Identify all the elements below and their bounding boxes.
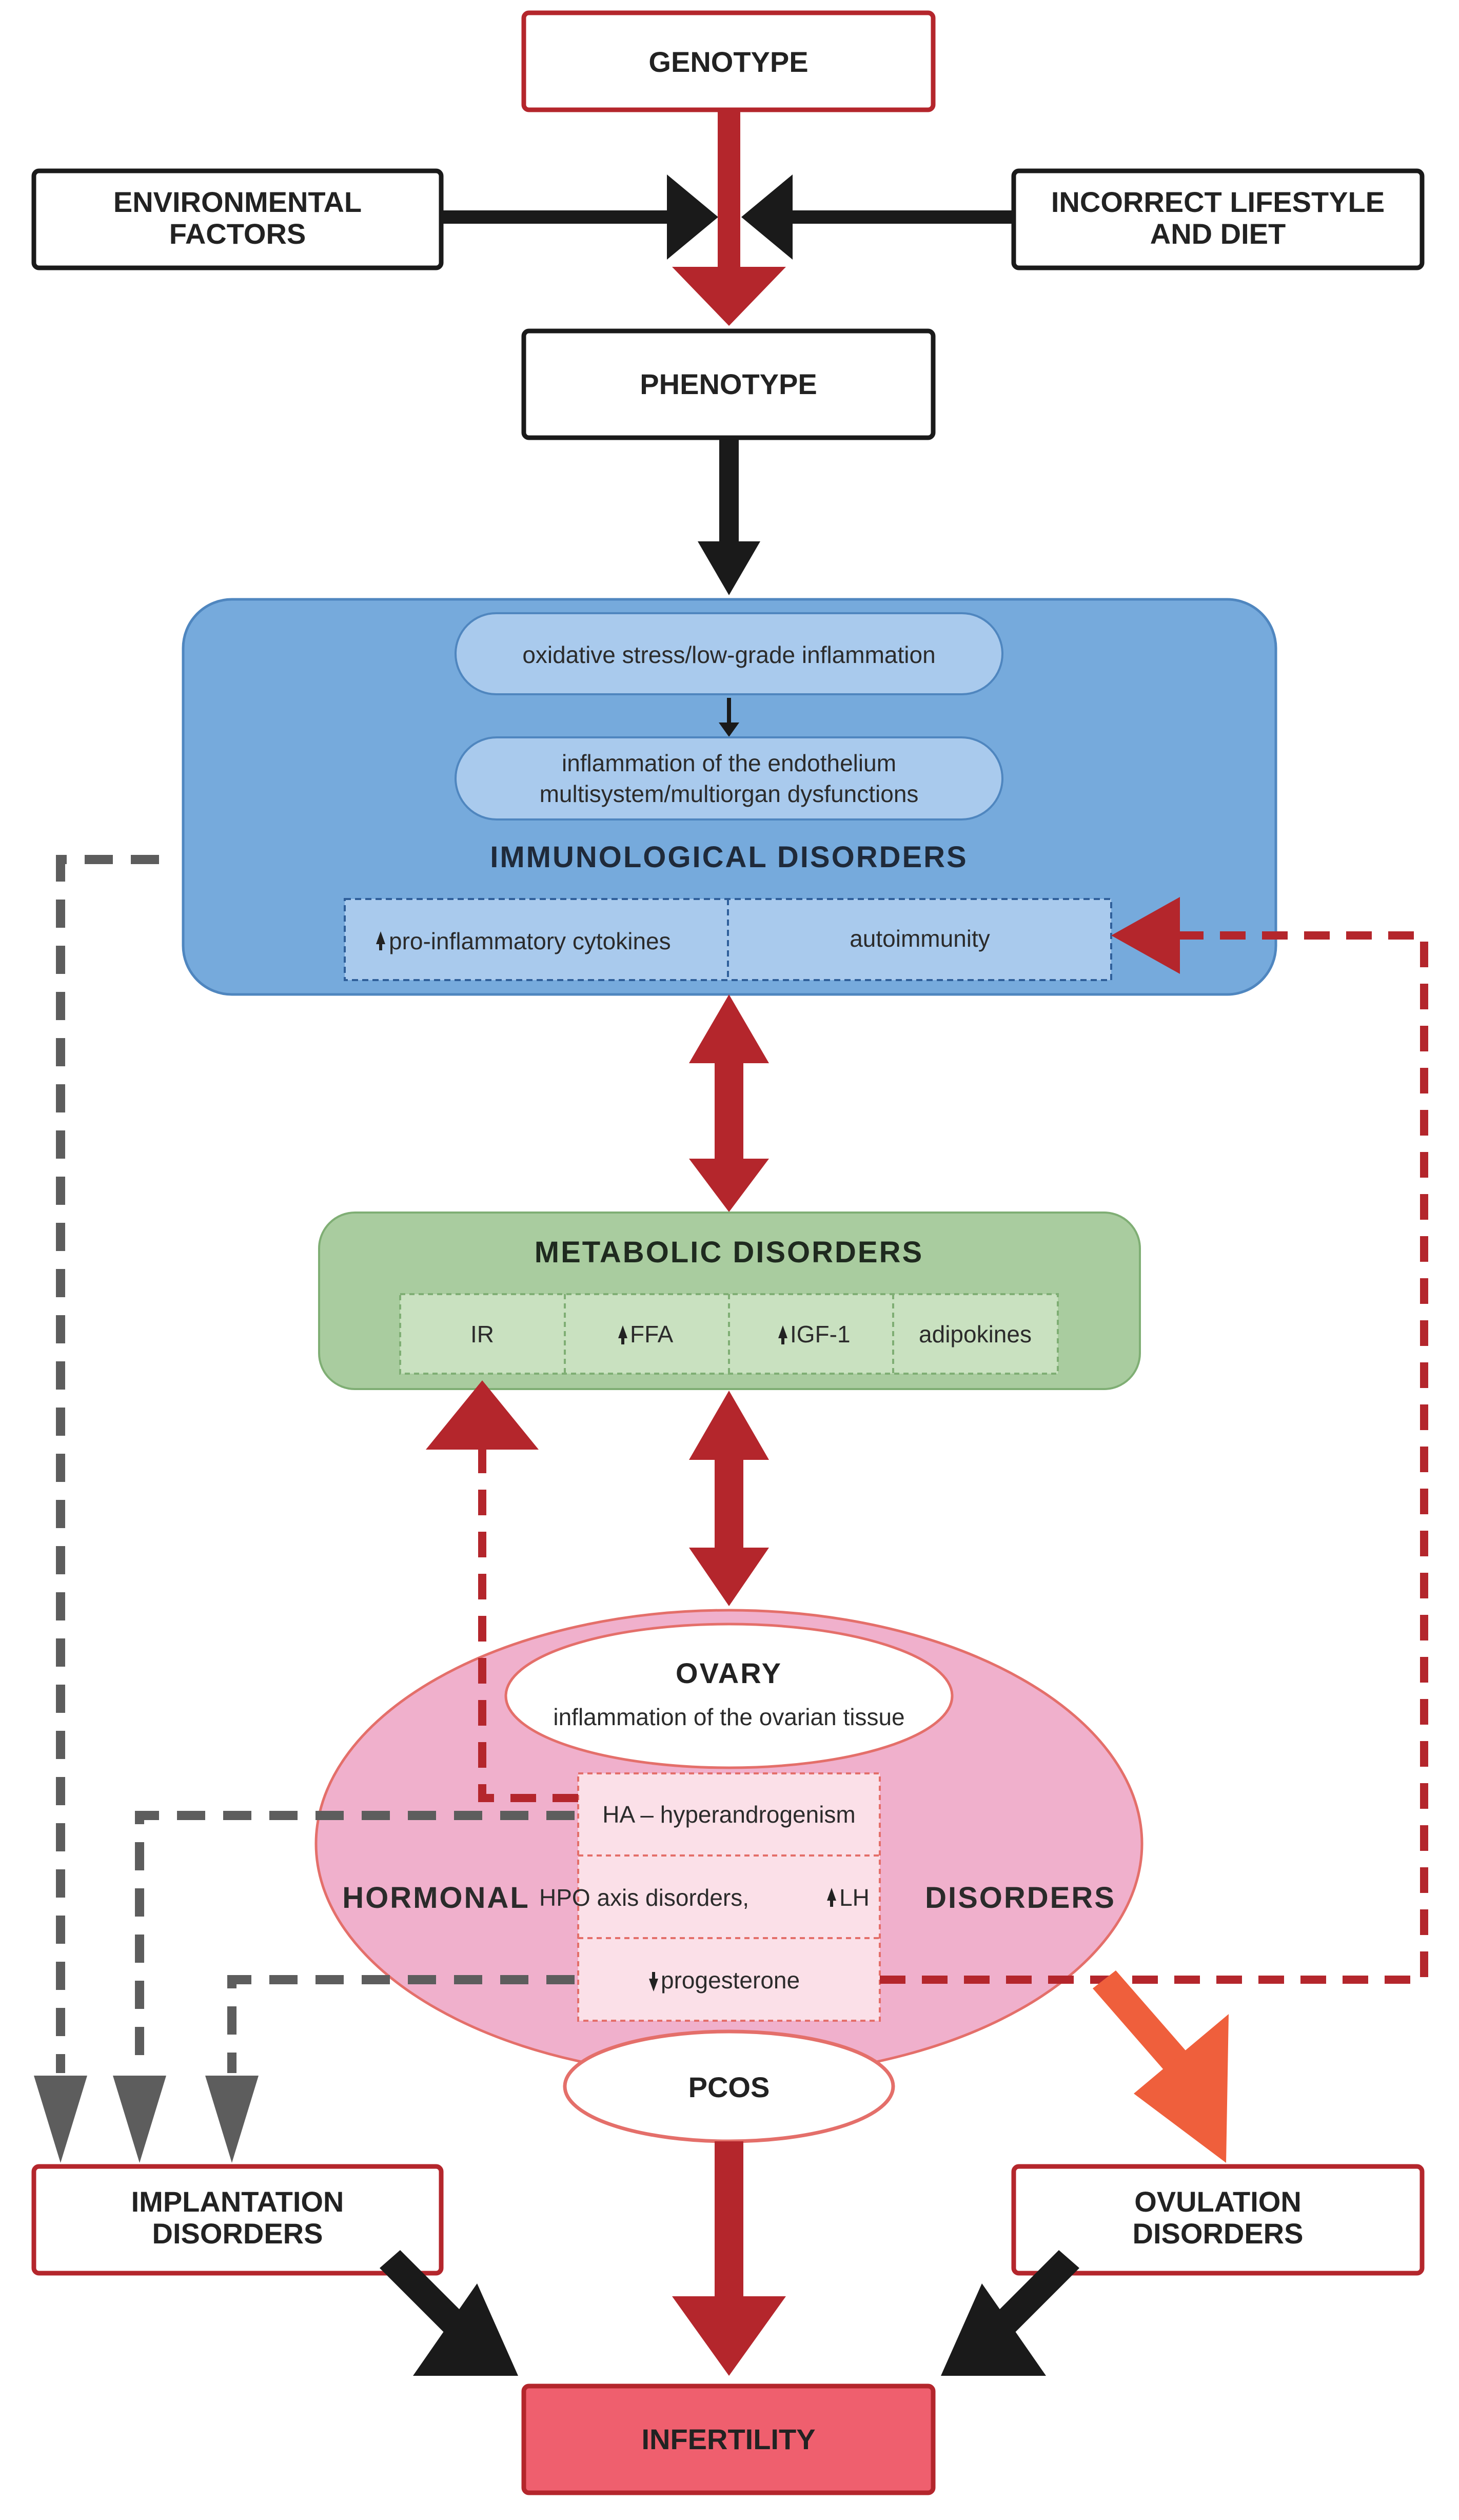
implantation-to-infertility-arrow: [380, 2250, 518, 2376]
ovulation-to-infertility-arrow: [941, 2250, 1079, 2376]
cytokines-label: pro-inflammatory cytokines: [389, 928, 671, 954]
up-arrow-icon: [618, 1325, 627, 1338]
genotype-to-phenotype-arrow: [672, 110, 786, 326]
infertility-box: INFERTILITY: [521, 2384, 936, 2495]
implantation-arrowhead-3: [205, 2076, 259, 2163]
oxidative-stress-pill: [455, 612, 1003, 695]
ovary-to-ovulation-arrow: [1093, 1970, 1229, 2163]
small-down-arrow: [719, 722, 739, 737]
lifestyle-label-1: INCORRECT LIFESTYLE: [1051, 186, 1385, 218]
ovary-subtitle: inflammation of the ovarian tissue: [553, 1704, 904, 1730]
ir-arrowhead: [426, 1380, 539, 1450]
environmental-label-2: FACTORS: [169, 218, 306, 250]
hpo-label: HPO axis disorders,: [539, 1884, 749, 1911]
autoimmunity-label: autoimmunity: [850, 925, 990, 952]
environmental-factors-box: ENVIRONMENTAL FACTORS: [31, 168, 444, 270]
ovary-title: OVARY: [676, 1657, 782, 1689]
phenotype-to-immunological-arrow: [698, 438, 760, 595]
endothelium-label-1: inflammation of the endothelium: [562, 750, 896, 776]
ovulation-label-2: DISORDERS: [1133, 2217, 1304, 2250]
pcos-label: PCOS: [688, 2071, 770, 2103]
infertility-label: INFERTILITY: [641, 2423, 815, 2455]
immuno-metabolic-double-arrow: [689, 994, 769, 1212]
pcos-to-infertility-arrow: [672, 2141, 786, 2376]
up-arrow-icon: [778, 1325, 787, 1338]
ir-label: IR: [470, 1321, 494, 1347]
igf-label: IGF-1: [790, 1321, 851, 1347]
ffa-label: FFA: [630, 1321, 674, 1347]
implantation-disorders-box: IMPLANTATION DISORDERS: [31, 2164, 444, 2276]
ovary-ellipse: [504, 1623, 954, 1769]
disorders-label: DISORDERS: [925, 1881, 1116, 1915]
metabolic-ovary-double-arrow: [689, 1391, 769, 1606]
lh-label: LH: [839, 1884, 870, 1911]
ovulation-label-1: OVULATION: [1134, 2185, 1302, 2218]
endothelium-pill: [455, 736, 1003, 821]
lifestyle-arrow: [741, 174, 1014, 260]
immunological-title: IMMUNOLOGICAL DISORDERS: [490, 841, 968, 874]
hormonal-items-box: [577, 1772, 881, 2022]
lifestyle-box: INCORRECT LIFESTYLE AND DIET: [1011, 168, 1425, 270]
environmental-arrow: [441, 174, 718, 260]
environmental-label-1: ENVIRONMENTAL: [113, 186, 362, 218]
genotype-label: GENOTYPE: [648, 46, 808, 78]
adipokines-label: adipokines: [919, 1321, 1032, 1347]
metabolic-title: METABOLIC DISORDERS: [535, 1236, 923, 1269]
phenotype-label: PHENOTYPE: [640, 368, 817, 400]
ovulation-disorders-box: OVULATION DISORDERS: [1011, 2164, 1425, 2276]
hormonal-panel: OVARY inflammation of the ovarian tissue…: [314, 1609, 1143, 2143]
up-arrow-icon: [827, 1888, 836, 1901]
progesterone-to-autoimmunity-dashed: [880, 931, 1428, 1984]
implantation-arrowhead-1: [34, 2076, 87, 2163]
metabolic-panel: METABOLIC DISORDERS IR FFA IGF-1 adipoki…: [318, 1212, 1141, 1390]
ha-to-implantation-dashed: [135, 1811, 575, 2073]
immuno-to-implantation-dashed: [56, 855, 159, 2073]
implantation-label-1: IMPLANTATION: [131, 2185, 344, 2218]
hormonal-label: HORMONAL: [342, 1881, 530, 1915]
ha-label: HA – hyperandrogenism: [602, 1801, 856, 1828]
immunological-panel: oxidative stress/low-grade inflammation …: [182, 598, 1277, 996]
genotype-box: GENOTYPE: [521, 10, 936, 112]
ha-to-ir-dashed: [478, 1444, 578, 1802]
autoimmunity-arrowhead: [1111, 897, 1180, 974]
progesterone-label: progesterone: [661, 1967, 800, 1994]
down-arrow-icon: [649, 1979, 658, 1991]
implantation-arrowhead-2: [113, 2076, 166, 2163]
phenotype-box: PHENOTYPE: [521, 328, 936, 440]
implantation-label-2: DISORDERS: [152, 2217, 323, 2250]
up-arrow-icon: [376, 931, 385, 944]
endothelium-label-2: multisystem/multiorgan dysfunctions: [540, 780, 919, 807]
progesterone-to-implantation-dashed: [227, 1975, 575, 2073]
oxidative-stress-label: oxidative stress/low-grade inflammation: [522, 641, 935, 668]
lifestyle-label-2: AND DIET: [1150, 218, 1286, 250]
